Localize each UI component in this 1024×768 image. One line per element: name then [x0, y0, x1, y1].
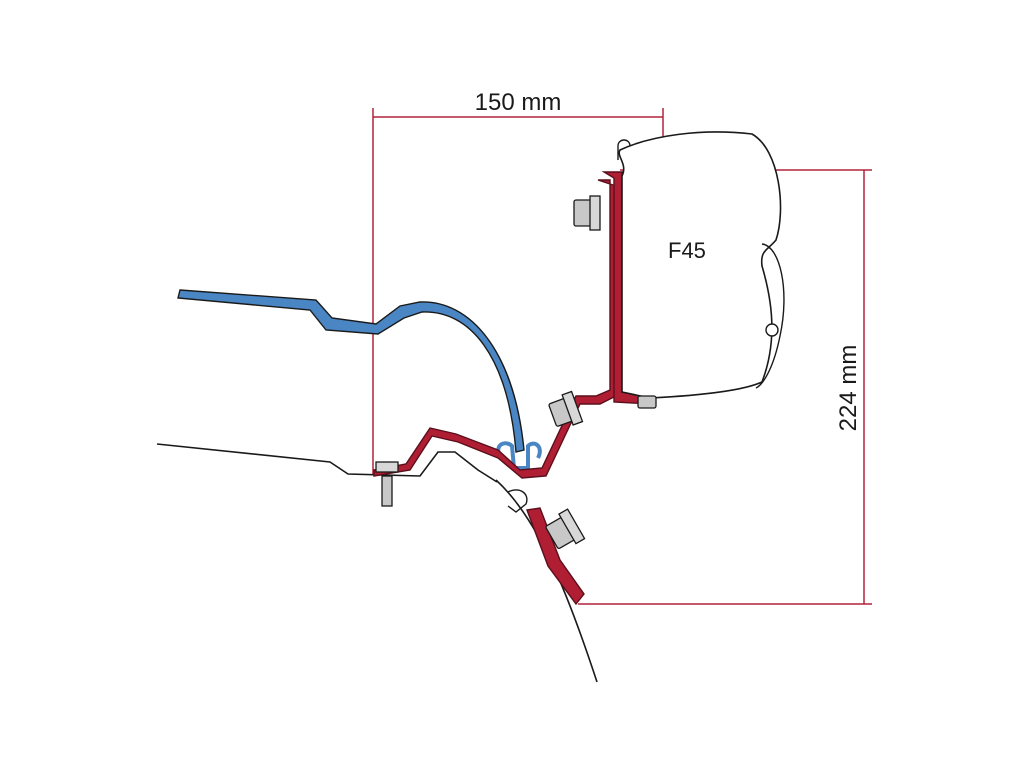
- awning-model-label: F45: [668, 238, 706, 263]
- bolt-roof: [375, 461, 399, 507]
- adapter-bracket: [373, 171, 653, 606]
- awning-hook: [617, 139, 631, 160]
- height-dimension: 224 mm: [578, 169, 872, 605]
- awning-housing-outline: [618, 131, 782, 399]
- awning-front-cap: [755, 243, 785, 389]
- rail-joint-clip: [507, 489, 528, 513]
- vehicle-roof-lower-line: [156, 443, 498, 483]
- mounting-hardware: [375, 195, 657, 550]
- width-dimension-label: 150 mm: [475, 89, 562, 116]
- bolt-middle: [548, 390, 584, 427]
- bolt-upper: [573, 195, 601, 231]
- vehicle-body: [156, 443, 598, 683]
- rail-clip: [496, 441, 542, 470]
- bracket-lower-profile: [526, 507, 585, 606]
- vehicle-roof-rail: [177, 289, 542, 470]
- vehicle-body-curve: [495, 479, 598, 683]
- awning-knob: [765, 323, 779, 337]
- roof-rail-profile: [177, 289, 525, 453]
- bracket-upper-profile: [373, 179, 617, 479]
- bolt-lower: [545, 508, 586, 550]
- nut-bottom-awning: [637, 395, 657, 409]
- height-dimension-label: 224 mm: [835, 345, 862, 432]
- awning-housing: F45: [617, 131, 785, 399]
